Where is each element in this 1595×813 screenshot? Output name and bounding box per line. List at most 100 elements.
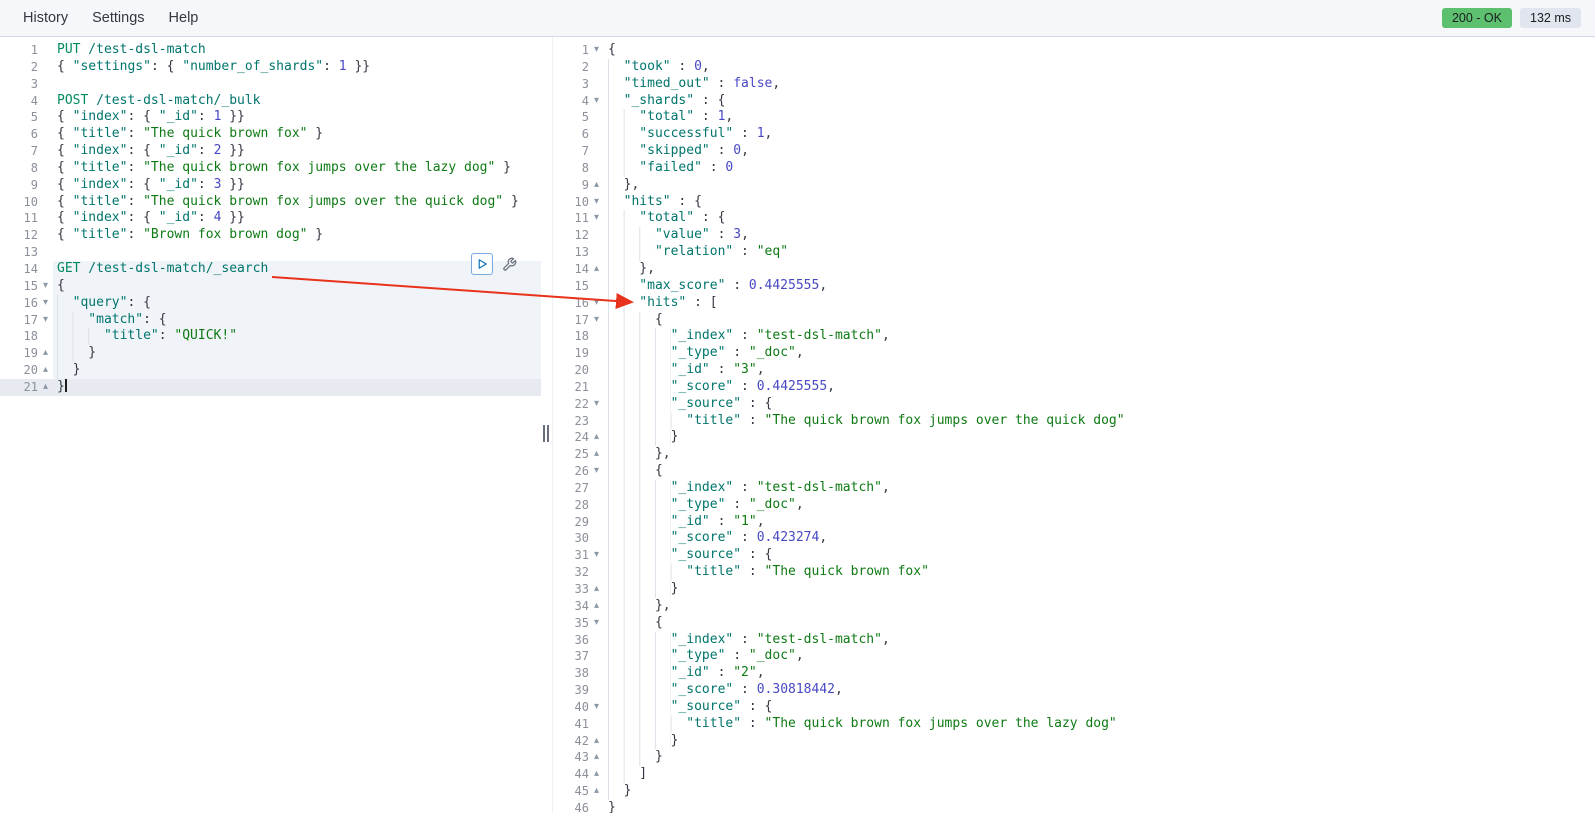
code-line[interactable]: 21▴} <box>0 378 541 396</box>
fold-collapse-icon[interactable]: ▾ <box>593 195 600 207</box>
code-line[interactable]: 23"title" : "The quick brown fox jumps o… <box>553 412 1595 430</box>
code-line[interactable]: 11{ "index": { "_id": 4 }} <box>0 210 541 227</box>
code-line[interactable]: 12"value" : 3, <box>553 227 1595 245</box>
code-line[interactable]: 13"relation" : "eq" <box>553 244 1595 261</box>
fold-end-icon[interactable]: ▴ <box>593 262 600 274</box>
code-line[interactable]: 28"_type" : "_doc", <box>553 496 1595 514</box>
code-line[interactable]: 19▴} <box>0 345 541 363</box>
code-line[interactable]: 24▴} <box>553 429 1595 447</box>
fold-collapse-icon[interactable]: ▾ <box>593 616 600 628</box>
fold-collapse-icon[interactable]: ▾ <box>593 313 600 325</box>
code-line[interactable]: 7{ "index": { "_id": 2 }} <box>0 143 541 160</box>
response-viewer[interactable]: 1▾{2"took" : 0,3"timed_out" : false,4▾"_… <box>552 37 1595 813</box>
fold-collapse-icon[interactable]: ▾ <box>593 700 600 712</box>
fold-end-icon[interactable]: ▴ <box>593 734 600 746</box>
fold-end-icon[interactable]: ▴ <box>42 364 49 376</box>
code-line[interactable]: 5{ "index": { "_id": 1 }} <box>0 109 541 126</box>
code-line[interactable]: 21"_score" : 0.4425555, <box>553 378 1595 396</box>
code-line[interactable]: 41"title" : "The quick brown fox jumps o… <box>553 715 1595 733</box>
code-line[interactable]: 31▾"_source" : { <box>553 547 1595 565</box>
code-line[interactable]: 39"_score" : 0.30818442, <box>553 682 1595 699</box>
fold-collapse-icon[interactable]: ▾ <box>593 296 600 308</box>
code-line[interactable]: 15"max_score" : 0.4425555, <box>553 277 1595 295</box>
code-line[interactable]: 14▴}, <box>553 260 1595 278</box>
fold-end-icon[interactable]: ▴ <box>593 431 600 443</box>
code-line[interactable]: 37"_type" : "_doc", <box>553 648 1595 666</box>
fold-collapse-icon[interactable]: ▾ <box>42 296 49 308</box>
code-line[interactable]: 30"_score" : 0.423274, <box>553 530 1595 548</box>
code-line[interactable]: 27"_index" : "test-dsl-match", <box>553 479 1595 497</box>
fold-collapse-icon[interactable]: ▾ <box>593 94 600 106</box>
fold-end-icon[interactable]: ▴ <box>42 380 49 392</box>
code-line[interactable]: 33▴} <box>553 581 1595 598</box>
code-line[interactable]: 19"_type" : "_doc", <box>553 345 1595 363</box>
code-line[interactable]: 36"_index" : "test-dsl-match", <box>553 631 1595 649</box>
code-line[interactable]: 8{ "title": "The quick brown fox jumps o… <box>0 160 541 177</box>
code-line[interactable]: 13 <box>0 244 541 261</box>
fold-collapse-icon[interactable]: ▾ <box>593 465 600 477</box>
code-line[interactable]: 18"_index" : "test-dsl-match", <box>553 328 1595 346</box>
code-line[interactable]: 38"_id" : "2", <box>553 665 1595 683</box>
fold-collapse-icon[interactable]: ▾ <box>42 279 49 291</box>
code-line[interactable]: 25▴}, <box>553 446 1595 464</box>
code-line[interactable]: 35▾{ <box>553 614 1595 632</box>
fold-end-icon[interactable]: ▴ <box>593 599 600 611</box>
code-line[interactable]: 7"skipped" : 0, <box>553 143 1595 160</box>
code-line[interactable]: 3"timed_out" : false, <box>553 75 1595 93</box>
code-line[interactable]: 2{ "settings": { "number_of_shards": 1 }… <box>0 59 541 76</box>
code-line[interactable]: 26▾{ <box>553 463 1595 480</box>
code-line[interactable]: 9▴}, <box>553 176 1595 194</box>
fold-end-icon[interactable]: ▴ <box>593 785 600 797</box>
code-line[interactable]: 15▾{ <box>0 277 541 295</box>
fold-end-icon[interactable]: ▴ <box>593 448 600 460</box>
code-line[interactable]: 34▴}, <box>553 597 1595 615</box>
code-line[interactable]: 11▾"total" : { <box>553 210 1595 228</box>
fold-end-icon[interactable]: ▴ <box>593 178 600 190</box>
fold-end-icon[interactable]: ▴ <box>593 751 600 763</box>
code-line[interactable]: 2"took" : 0, <box>553 58 1595 76</box>
fold-collapse-icon[interactable]: ▾ <box>593 212 600 224</box>
code-line[interactable]: 20▴} <box>0 362 541 379</box>
code-line[interactable]: 46} <box>553 800 1595 813</box>
code-line[interactable]: 5"total" : 1, <box>553 109 1595 127</box>
fold-end-icon[interactable]: ▴ <box>593 768 600 780</box>
code-line[interactable]: 22▾"_source" : { <box>553 395 1595 413</box>
code-line[interactable]: 10{ "title": "The quick brown fox jumps … <box>0 194 541 211</box>
menu-item-help[interactable]: Help <box>168 10 199 26</box>
menu-item-settings[interactable]: Settings <box>92 10 145 26</box>
code-line[interactable]: 8"failed" : 0 <box>553 159 1595 177</box>
code-line[interactable]: 32"title" : "The quick brown fox" <box>553 564 1595 581</box>
code-line[interactable]: 16▾"query": { <box>0 294 541 312</box>
code-line[interactable]: 29"_id" : "1", <box>553 513 1595 531</box>
code-line[interactable]: 17▾"match": { <box>0 311 541 329</box>
code-line[interactable]: 42▴} <box>553 732 1595 750</box>
code-line[interactable]: 9{ "index": { "_id": 3 }} <box>0 177 541 194</box>
menu-item-history[interactable]: History <box>23 10 69 26</box>
code-line[interactable]: 16▾"hits" : [ <box>553 294 1595 312</box>
code-line[interactable]: 10▾"hits" : { <box>553 193 1595 211</box>
code-line[interactable]: 40▾"_source" : { <box>553 698 1595 716</box>
fold-collapse-icon[interactable]: ▾ <box>593 44 600 55</box>
fold-end-icon[interactable]: ▴ <box>593 583 600 594</box>
request-options-button[interactable] <box>500 255 518 273</box>
code-line[interactable]: 20"_id" : "3", <box>553 362 1595 379</box>
code-line[interactable]: 12{ "title": "Brown fox brown dog" } <box>0 227 541 244</box>
code-line[interactable]: 6"successful" : 1, <box>553 126 1595 144</box>
send-request-button[interactable] <box>471 253 493 275</box>
code-line[interactable]: 6{ "title": "The quick brown fox" } <box>0 126 541 143</box>
code-line[interactable]: 1▾{ <box>553 42 1595 59</box>
fold-collapse-icon[interactable]: ▾ <box>593 549 600 561</box>
code-line[interactable]: 43▴} <box>553 749 1595 767</box>
pane-resizer[interactable] <box>541 37 552 813</box>
code-line[interactable]: 3 <box>0 76 541 93</box>
code-line[interactable]: 17▾{ <box>553 311 1595 329</box>
fold-end-icon[interactable]: ▴ <box>42 347 49 359</box>
code-line[interactable]: 4▾"_shards" : { <box>553 92 1595 110</box>
code-line[interactable]: 45▴} <box>553 783 1595 800</box>
code-line[interactable]: 44▴] <box>553 766 1595 784</box>
fold-collapse-icon[interactable]: ▾ <box>593 397 600 409</box>
